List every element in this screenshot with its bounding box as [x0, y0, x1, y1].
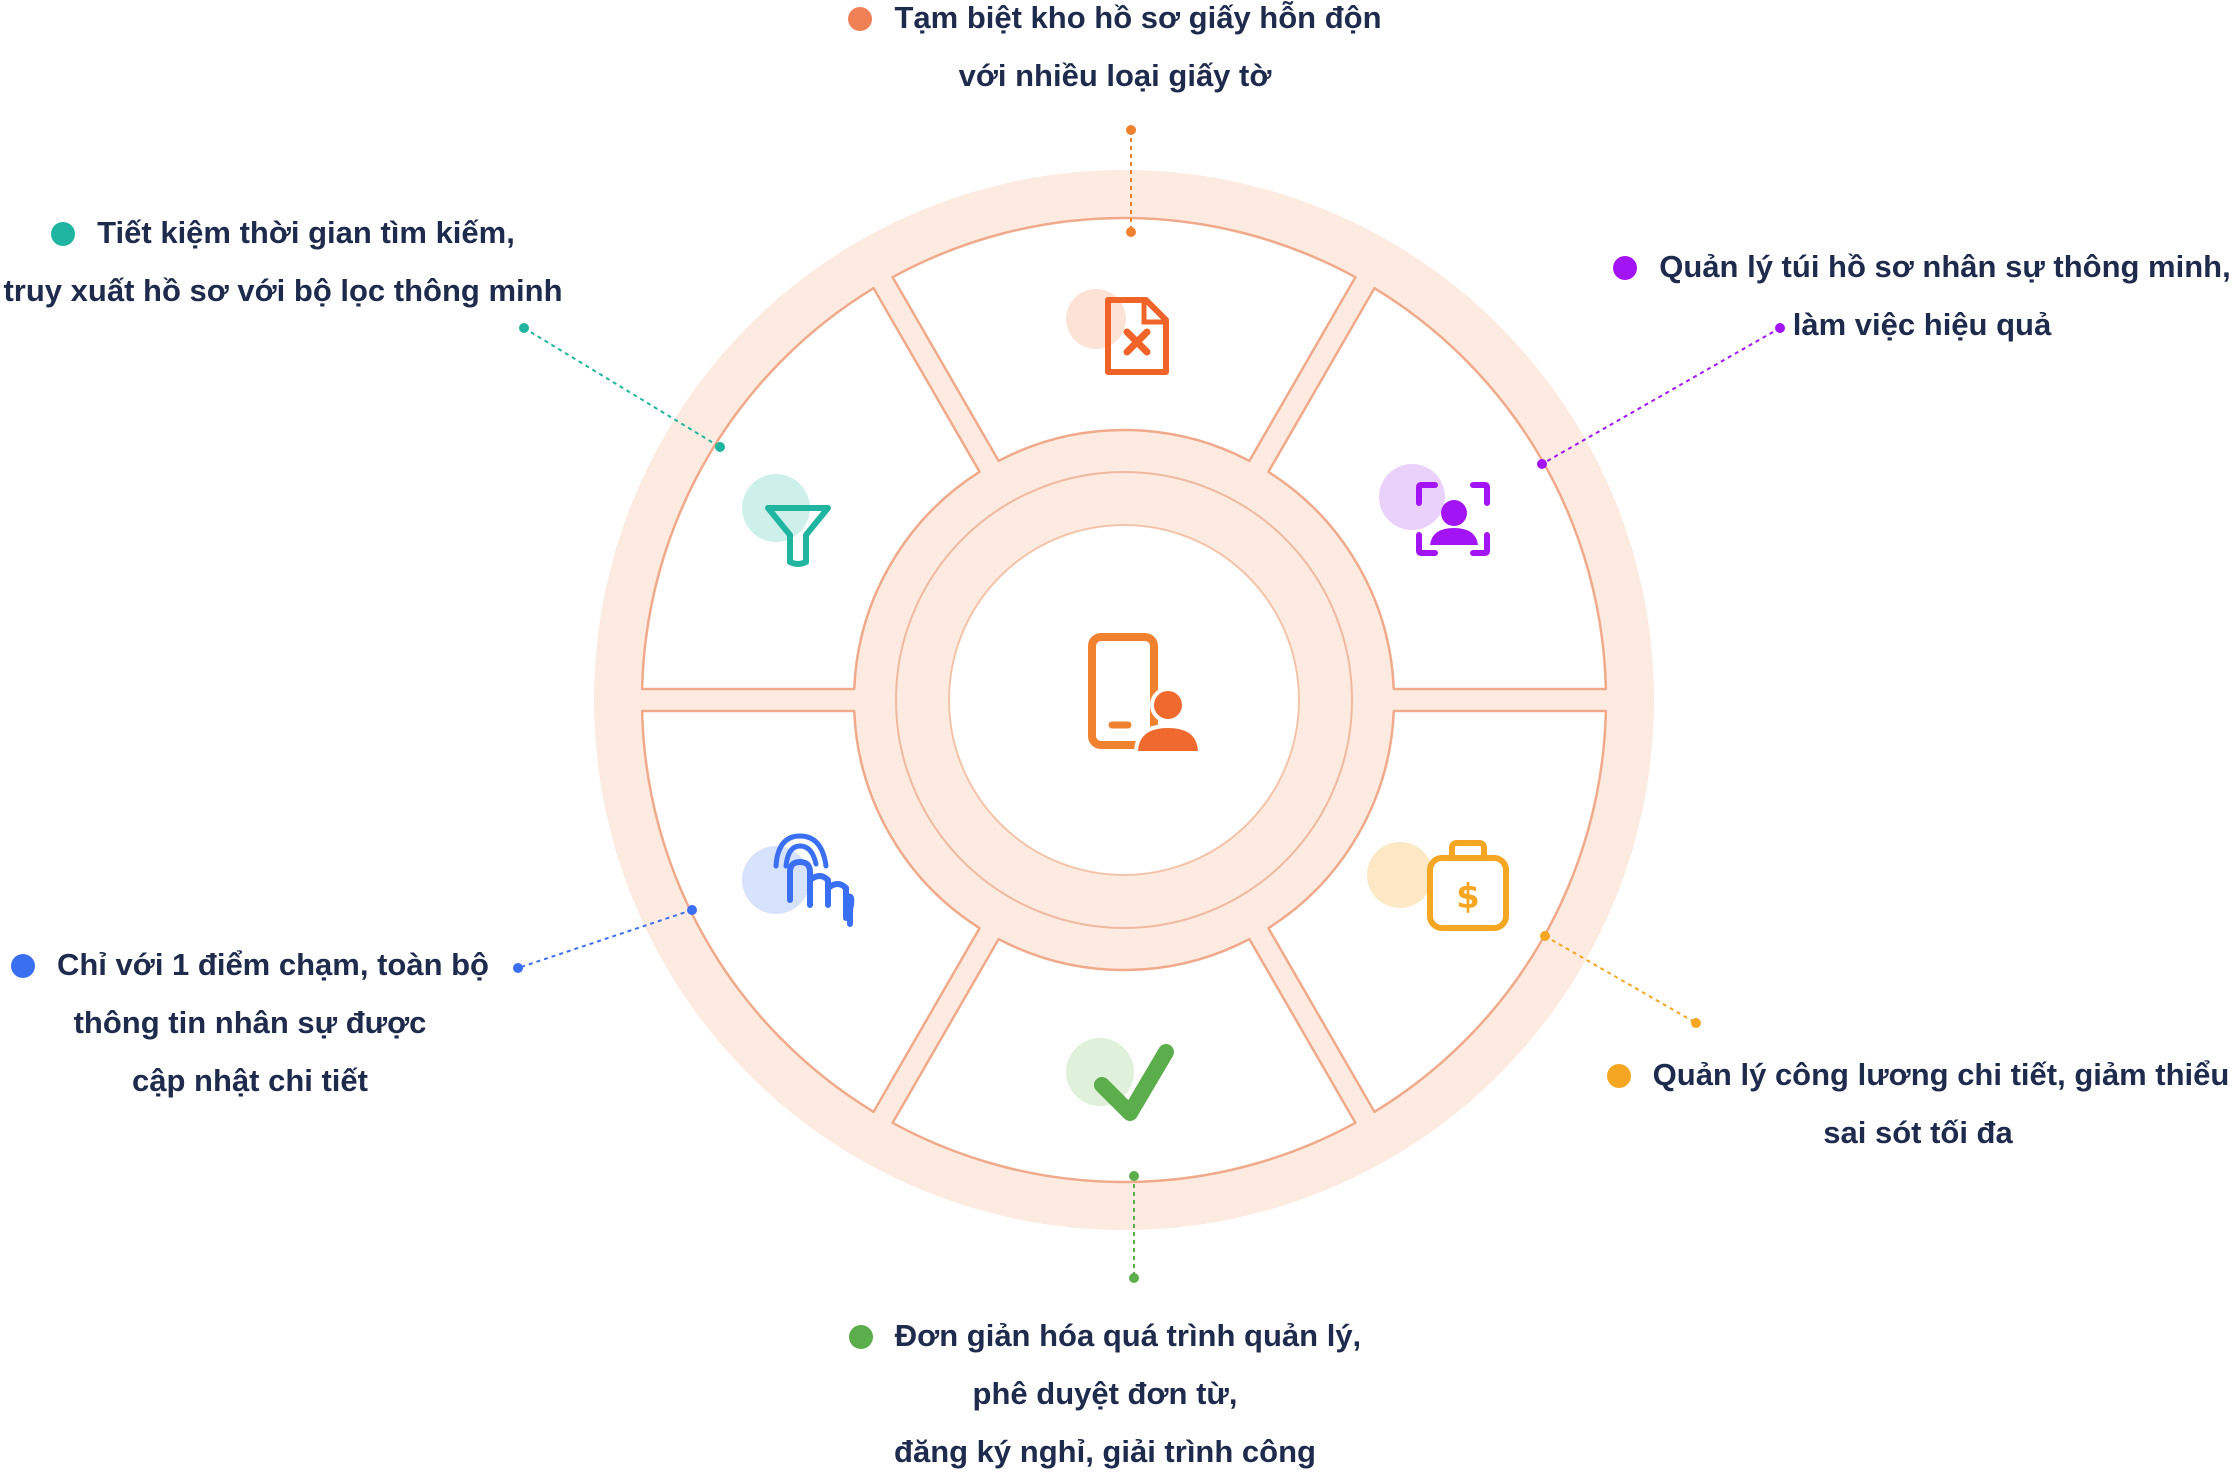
feature-label-profile: Quản lý túi hồ sơ nhân sự thông minh, là… — [1612, 238, 2232, 354]
feature-label-salary: Quản lý công lương chi tiết, giảm thiểu … — [1600, 1046, 2236, 1162]
center-disc — [948, 524, 1300, 876]
feature-label-paper: Tạm biệt kho hồ sơ giấy hỗn độn với nhiề… — [830, 0, 1400, 105]
feature-label-approval: Đơn giản hóa quá trình quản lý, phê duyệ… — [830, 1307, 1380, 1481]
connector-approval — [1129, 1171, 1139, 1283]
feature-label-touch: Chỉ với 1 điểm chạm, toàn bộ thông tin n… — [0, 936, 500, 1110]
money-bag-icon: $ — [1367, 840, 1509, 931]
segment-touch — [640, 709, 981, 1114]
file-remove-icon — [1066, 289, 1169, 375]
label-line: cập nhật chi tiết — [132, 1063, 368, 1098]
bullet-dot — [848, 7, 873, 31]
label-line: truy xuất hồ sơ với bộ lọc thông minh — [3, 273, 563, 308]
label-line: Đơn giản hóa quá trình quản lý, — [894, 1318, 1362, 1353]
connector-salary — [1540, 931, 1701, 1028]
tap-hand-icon — [742, 833, 855, 927]
label-line: Quản lý công lương chi tiết, giảm thiểu — [1652, 1057, 2230, 1092]
segment-salary — [1267, 709, 1608, 1114]
label-line: Quản lý túi hồ sơ nhân sự thông minh, — [1659, 249, 2231, 284]
label-line: đăng ký nghỉ, giải trình công — [894, 1434, 1316, 1469]
segment-paper — [891, 216, 1357, 463]
check-icon — [1066, 1038, 1174, 1121]
label-line: Tiết kiệm thời gian tìm kiếm, — [97, 215, 515, 250]
bullet-dot — [10, 954, 35, 978]
bullet-dot — [1613, 256, 1638, 280]
user-scan-icon — [1379, 464, 1490, 556]
label-line: với nhiều loại giấy tờ — [958, 58, 1272, 93]
connectors — [513, 125, 1785, 1283]
svg-text:$: $ — [1456, 877, 1480, 917]
phone-user-icon — [1088, 633, 1203, 755]
label-line: Tạm biệt kho hồ sơ giấy hỗn độn — [894, 0, 1382, 35]
filter-icon — [742, 474, 831, 567]
label-line: phê duyệt đơn từ, — [972, 1376, 1238, 1411]
segment-search — [640, 286, 981, 691]
connector-search — [519, 323, 725, 452]
connector-touch — [513, 905, 697, 973]
bullet-dot — [848, 1325, 873, 1349]
label-line: thông tin nhân sự được — [73, 1005, 427, 1040]
connector-profile — [1537, 323, 1785, 469]
bullet-dot — [51, 222, 76, 246]
bullet-dot — [1606, 1064, 1631, 1088]
label-line: Chỉ với 1 điểm chạm, toàn bộ — [56, 947, 489, 982]
feature-label-search: Tiết kiệm thời gian tìm kiếm, truy xuất … — [0, 204, 566, 320]
connector-paper — [1126, 125, 1136, 237]
label-line: làm việc hiệu quả — [1792, 307, 2052, 342]
label-line: sai sót tối đa — [1823, 1115, 2013, 1150]
